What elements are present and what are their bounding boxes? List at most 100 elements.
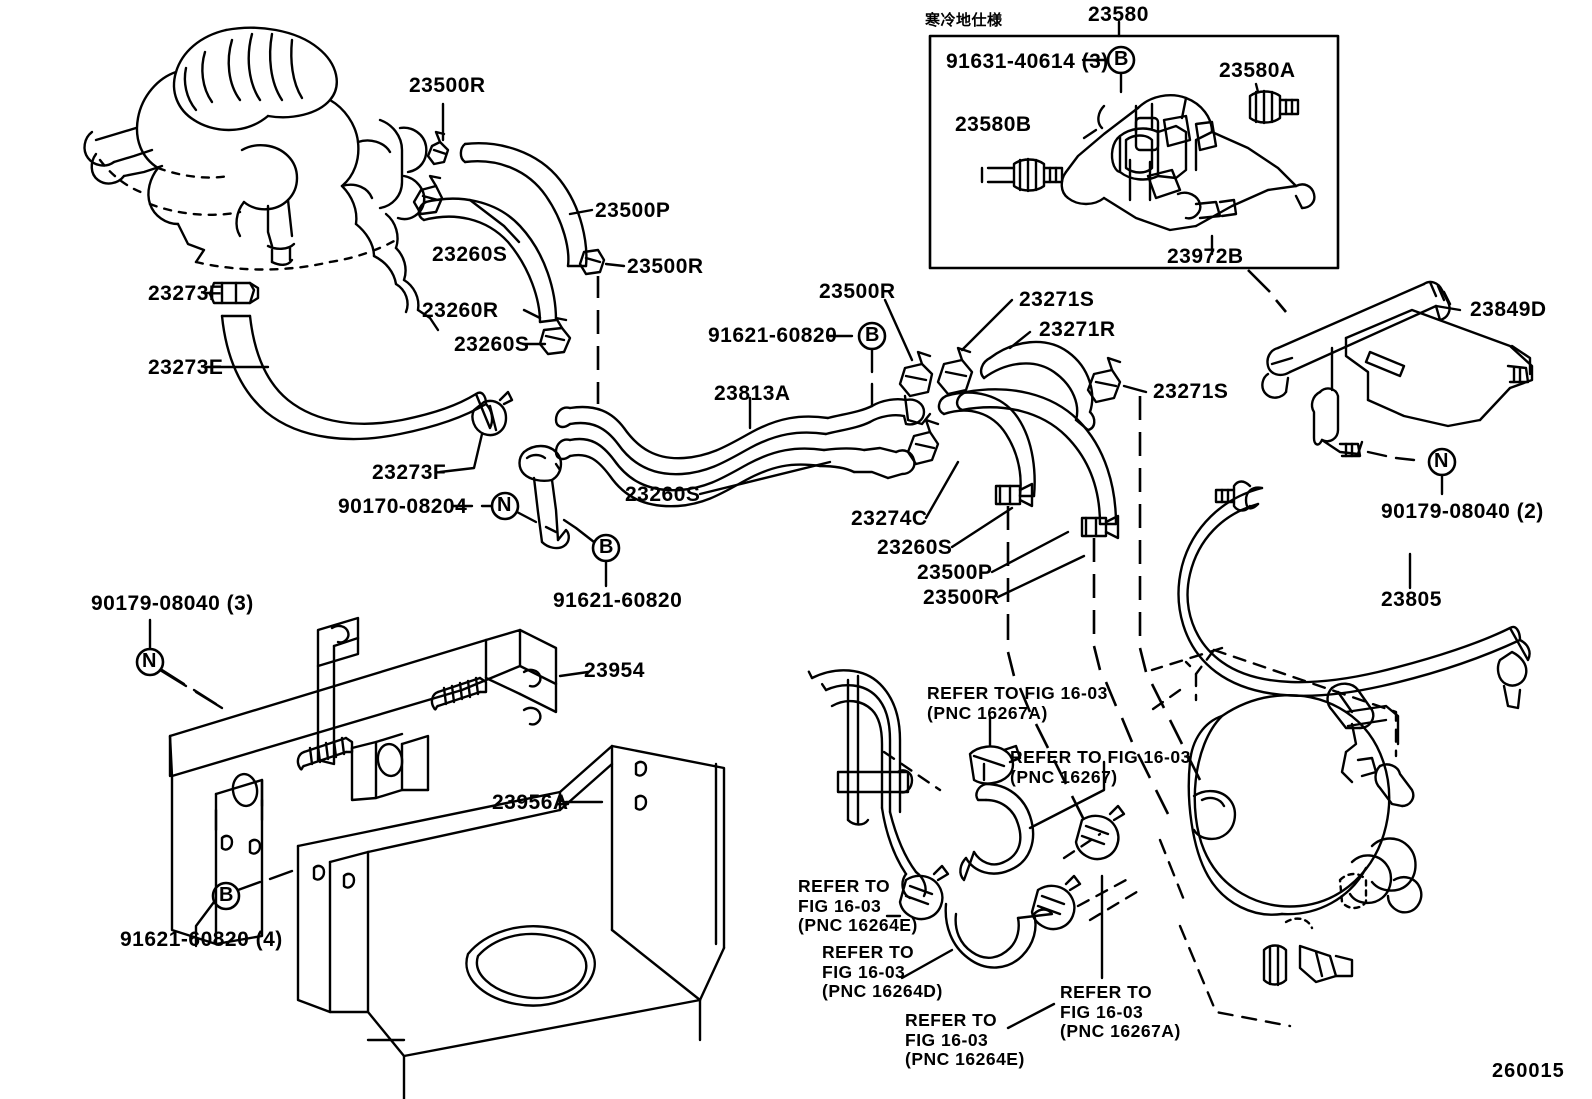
bolt-symbol-inset — [1081, 45, 1136, 94]
label-23500r-c: 23500R — [819, 280, 896, 303]
vsv-assembly-illustration — [1060, 94, 1316, 232]
label-23580a: 23580A — [1219, 59, 1296, 82]
nipple-23580b — [980, 157, 1064, 193]
label-23500r-top: 23500R — [409, 74, 486, 97]
note-line-3: (PNC 16264E) — [905, 1049, 1025, 1070]
label-91631-40614: 91631-40614 (3) — [946, 50, 1109, 73]
nut-symbol-letter-90179-3: N — [142, 650, 157, 672]
label-23580: 23580 — [1088, 3, 1149, 26]
label-23271s-a: 23271S — [1019, 288, 1095, 311]
nut-symbol-letter-90170: N — [497, 494, 512, 516]
canister-dashed-outline — [1184, 648, 1398, 758]
note-refer-16267: REFER TO FIG 16-03(PNC 16267) — [1010, 747, 1191, 787]
bolt-symbol-letter-inset: B — [1114, 48, 1129, 70]
label-23260r: 23260R — [422, 299, 499, 322]
label-90170-08204: 90170-08204 — [338, 495, 468, 518]
inset-box-outline — [928, 34, 1340, 270]
hose-23500p-b — [955, 388, 1118, 526]
label-91621-60820-b: 91621-60820 — [708, 324, 838, 347]
hose-23500p — [459, 142, 588, 268]
note-line-2: FIG 16-03 — [822, 961, 906, 982]
bracket-center-small — [518, 444, 570, 550]
nut-symbol-90179-2 — [1366, 447, 1457, 496]
label-23813a: 23813A — [714, 382, 791, 405]
note-line-1: REFER TO — [822, 942, 915, 962]
note-line-1: REFER TO FIG 16-03 — [927, 683, 1108, 703]
clamp-23260s-a — [412, 174, 444, 216]
bolt-symbol-letter-91621-4: B — [219, 884, 234, 906]
drawing-number: 260015 — [1492, 1060, 1565, 1082]
note-line-3: (PNC 16264E) — [798, 915, 918, 936]
nut-symbol-90179-3 — [135, 618, 224, 710]
label-23500r-d: 23500R — [923, 586, 1000, 609]
intake-manifold-illustration — [83, 26, 440, 332]
refer-hoses-illustration — [804, 664, 1126, 969]
bolt-symbol-letter-a: B — [865, 324, 880, 346]
bolt-symbol-91621-b — [562, 518, 621, 588]
note-line-2: FIG 16-03 — [905, 1029, 989, 1050]
label-23954: 23954 — [584, 659, 645, 682]
label-90179-08040-3: 90179-08040 (3) — [91, 592, 254, 615]
clamp-23500r-c — [898, 350, 934, 426]
note-line-2: FIG 16-03 — [1060, 1001, 1144, 1022]
leader-refer-16267 — [1028, 760, 1106, 830]
pipe-23813a — [554, 398, 926, 508]
label-23273e: 23273E — [148, 356, 224, 379]
bracket-23956a-illustration — [296, 744, 726, 1099]
note-line-2: (PNC 16267A) — [927, 702, 1048, 723]
label-23956a: 23956A — [492, 791, 569, 814]
note-refer-16267a-top: REFER TO FIG 16-03(PNC 16267A) — [927, 683, 1108, 723]
label-23500p-b: 23500P — [917, 561, 993, 584]
leader-refer-16264e-bot — [1006, 1002, 1056, 1030]
label-91621-60820-a: 91621-60820 — [553, 589, 683, 612]
note-line-1: REFER TO — [798, 876, 891, 896]
nut-symbol-letter-90179-2: N — [1434, 450, 1449, 472]
label-23260s-b: 23260S — [454, 333, 530, 356]
hose-23273e — [220, 314, 494, 441]
label-23260s-c: 23260S — [625, 483, 701, 506]
label-23849d: 23849D — [1470, 298, 1547, 321]
hose-23260r — [417, 197, 558, 324]
label-23972b: 23972B — [1167, 245, 1244, 268]
label-23580b: 23580B — [955, 113, 1032, 136]
clip-23500r-d — [1080, 514, 1120, 540]
bolt-symbol-91621-a — [826, 321, 887, 408]
bolt-symbol-91621-4 — [194, 869, 294, 948]
note-line-2: (PNC 16267) — [1010, 766, 1118, 787]
nut-symbol-90170 — [450, 491, 558, 534]
label-23500r-b: 23500R — [627, 255, 704, 278]
label-23271r: 23271R — [1039, 318, 1116, 341]
note-line-3: (PNC 16267A) — [1060, 1021, 1181, 1042]
clip-23500p — [994, 482, 1034, 508]
bracket-23954-illustration — [168, 616, 558, 946]
label-23271s-b: 23271S — [1153, 380, 1229, 403]
clamp-23500r-top — [426, 130, 450, 166]
pipe-23805 — [1177, 480, 1531, 710]
note-line-2: FIG 16-03 — [798, 895, 882, 916]
rail-cover — [1310, 308, 1534, 458]
note-line-1: REFER TO FIG 16-03 — [1010, 747, 1191, 767]
nipple-23580a — [1248, 82, 1300, 125]
clamp-23260s-c — [906, 418, 940, 466]
leader-refer-16264d — [900, 948, 954, 980]
note-line-3: (PNC 16264D) — [822, 981, 943, 1002]
label-23500p-top: 23500P — [595, 199, 671, 222]
clamp-23273f-mid — [471, 390, 514, 437]
fuel-rail-23849d — [1261, 280, 1452, 399]
label-23260s-a: 23260S — [432, 243, 508, 266]
bolt-symbol-letter-b: B — [599, 536, 614, 558]
clamp-23271s-b — [1086, 356, 1122, 404]
label-91621-60820-4: 91621-60820 (4) — [120, 928, 283, 951]
label-23273f-mid: 23273F — [372, 461, 447, 484]
inset-note-japanese: 寒冷地仕様 — [925, 11, 1003, 29]
clamp-23500r-b — [578, 248, 606, 276]
label-23260s-d: 23260S — [877, 536, 953, 559]
note-line-1: REFER TO — [905, 1010, 998, 1030]
label-23273f-top: 23273F — [148, 282, 223, 305]
